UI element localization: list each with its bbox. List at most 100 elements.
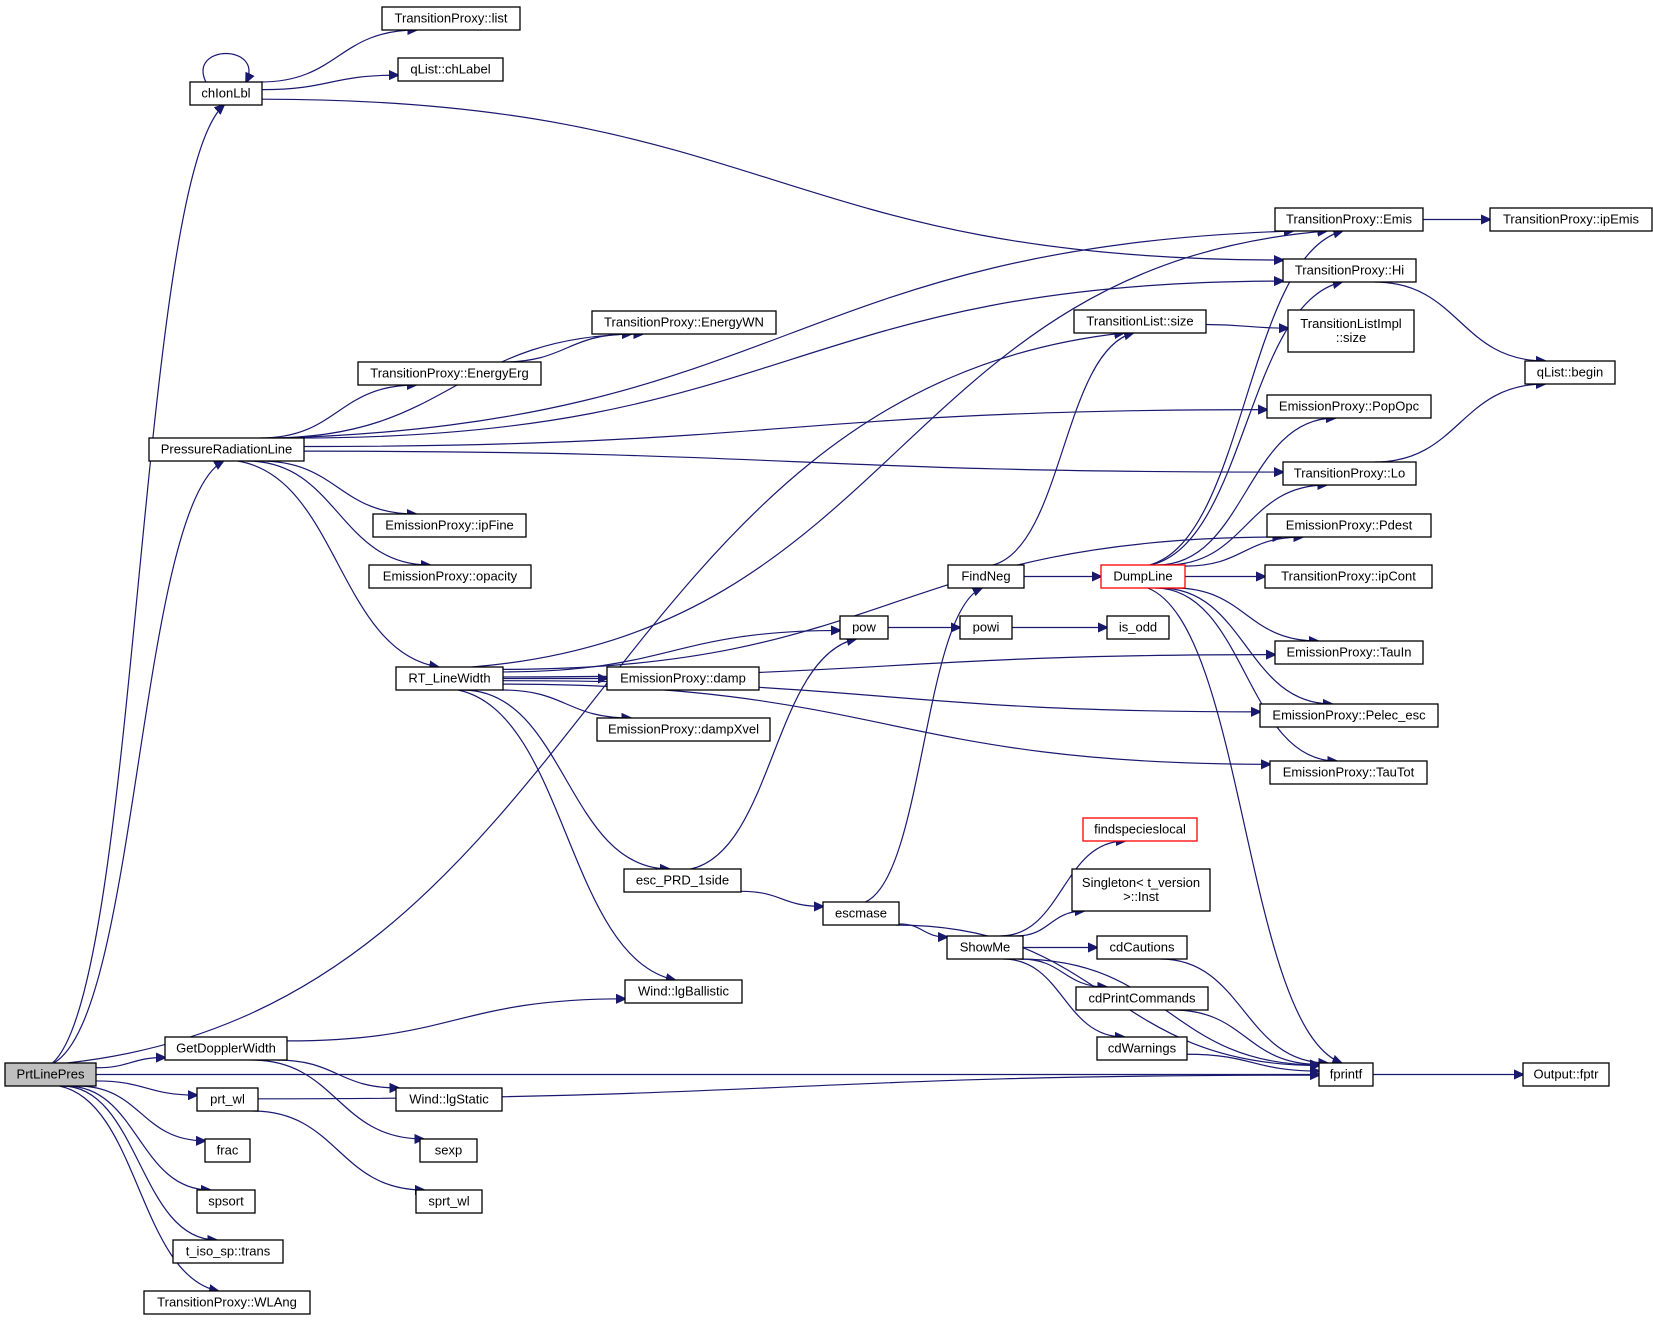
edge-PrtLinePres-to-t_iso_sp_trans [62,1085,216,1240]
node-Output_fptr[interactable]: Output::fptr [1522,1062,1610,1087]
node-label: TransitionProxy::WLAng [157,1295,297,1310]
node-spsort[interactable]: spsort [196,1189,256,1214]
node-TP_EnergyWN[interactable]: TransitionProxy::EnergyWN [591,310,777,335]
node-box [368,564,532,589]
node-box [839,615,889,640]
node-box [189,81,263,106]
edge-PressureRadiationLine-to-TP_EnergyWN [267,334,643,439]
edge-PressureRadiationLine-to-EP_PopOpc [303,410,1267,448]
edge-RT_LineWidth-to-pow [502,630,840,673]
node-box [415,1189,483,1214]
node-label: PrtLinePres [17,1067,85,1082]
edge-cdWarnings-to-fprintf [1186,1053,1319,1071]
edge-cdPrintCommands-to-fprintf [1172,1009,1319,1064]
node-Wind_lgStatic[interactable]: Wind::lgStatic [395,1087,503,1112]
node-GetDopplerWidth[interactable]: GetDopplerWidth [164,1036,288,1061]
node-box [397,57,504,82]
node-box [1282,258,1417,283]
node-TP_Lo[interactable]: TransitionProxy::Lo [1282,461,1417,486]
node-EP_dampXvel[interactable]: EmissionProxy::dampXvel [596,717,771,742]
node-label: TransitionProxy::Emis [1286,212,1412,227]
node-TP_Emis[interactable]: TransitionProxy::Emis [1274,207,1424,232]
node-TP_ipCont[interactable]: TransitionProxy::ipCont [1264,564,1433,589]
node-qList_begin[interactable]: qList::begin [1524,360,1616,385]
node-EP_damp[interactable]: EmissionProxy::damp [606,666,760,691]
node-PressureRadiationLine[interactable]: PressureRadiationLine [148,437,305,462]
node-t_iso_sp_trans[interactable]: t_iso_sp::trans [172,1239,284,1264]
node-chIonLbl[interactable]: chIonLbl [189,81,263,106]
node-label: FindNeg [961,569,1010,584]
node-EP_opacity[interactable]: EmissionProxy::opacity [368,564,532,589]
node-box [1096,935,1188,960]
node-is_odd[interactable]: is_odd [1106,615,1170,640]
node-TP_list[interactable]: TransitionProxy::list [381,6,521,31]
edge-FindNeg-to-TL_size [992,333,1133,566]
node-label: esc_PRD_1side [636,873,729,888]
node-Singleton_Inst[interactable]: Singleton< t_version>::Inst [1071,868,1211,912]
node-label: is_odd [1119,620,1157,635]
node-powi[interactable]: powi [959,615,1013,640]
node-findspecieslocal[interactable]: findspecieslocal [1082,817,1198,842]
edge-PrtLinePres-to-prt_wl [95,1080,197,1095]
node-Wind_lgBallistic[interactable]: Wind::lgBallistic [624,979,743,1004]
node-prt_wl[interactable]: prt_wl [196,1087,259,1112]
node-cdWarnings[interactable]: cdWarnings [1096,1036,1188,1061]
node-label: sexp [435,1143,462,1158]
node-fprintf[interactable]: fprintf [1318,1062,1374,1087]
edge-PressureRadiationLine-to-EP_ipFine [260,460,416,514]
node-EP_TauTot[interactable]: EmissionProxy::TauTot [1269,760,1428,785]
node-pow[interactable]: pow [839,615,889,640]
node-TP_ipEmis[interactable]: TransitionProxy::ipEmis [1489,207,1653,232]
node-DumpLine[interactable]: DumpLine [1100,564,1186,589]
node-label: TransitionProxy::list [395,11,508,26]
edge-TP_EnergyErg-to-TP_EnergyWN [502,334,631,363]
node-sprt_wl[interactable]: sprt_wl [415,1189,483,1214]
node-ShowMe[interactable]: ShowMe [946,935,1024,960]
edge-prt_wl-to-sprt_wl [252,1110,424,1190]
node-label: escmase [835,906,887,921]
node-label: ::size [1336,330,1366,345]
edge-PrtLinePres-to-GetDopplerWidth [95,1058,165,1069]
node-EP_Pelec_esc[interactable]: EmissionProxy::Pelec_esc [1259,703,1439,728]
node-TLI_size[interactable]: TransitionListImpl::size [1287,309,1415,353]
node-box [4,1062,97,1087]
edge-DumpLine-to-TP_Lo [1166,485,1326,566]
node-label: Singleton< t_version [1082,875,1200,890]
node-esc_PRD_1side[interactable]: esc_PRD_1side [623,868,742,893]
edge-ShowMe-to-cdWarnings [1002,958,1124,1037]
node-EP_Pdest[interactable]: EmissionProxy::Pdest [1266,513,1432,538]
node-label: ShowMe [960,940,1011,955]
edge-DumpLine-to-TP_Emis [1149,231,1343,566]
node-box [946,935,1024,960]
edge-TP_Lo-to-qList_begin [1374,384,1545,463]
edge-PressureRadiationLine-to-TP_Hi [298,281,1283,439]
node-label: EmissionProxy::ipFine [385,518,514,533]
node-TL_size[interactable]: TransitionList::size [1073,309,1207,334]
edge-chIonLbl-to-TP_list [260,30,417,83]
node-EP_TauIn[interactable]: EmissionProxy::TauIn [1274,640,1424,665]
node-TP_EnergyErg[interactable]: TransitionProxy::EnergyErg [357,361,542,386]
node-box [1096,1036,1188,1061]
node-box [624,979,743,1004]
node-TP_Hi[interactable]: TransitionProxy::Hi [1282,258,1417,283]
node-sexp[interactable]: sexp [419,1138,478,1163]
node-EP_ipFine[interactable]: EmissionProxy::ipFine [372,513,527,538]
node-box [1073,309,1207,334]
node-box [947,564,1025,589]
node-frac[interactable]: frac [204,1138,251,1163]
node-qList_chLabel[interactable]: qList::chLabel [397,57,504,82]
edge-DumpLine-to-EP_Pelec_esc [1160,587,1332,704]
edge-PressureRadiationLine-to-RT_LineWidth [237,460,439,667]
node-cdPrintCommands[interactable]: cdPrintCommands [1075,986,1209,1011]
node-escmase[interactable]: escmase [822,901,900,926]
edge-DumpLine-to-EP_TauTot [1155,587,1336,761]
node-FindNeg[interactable]: FindNeg [947,564,1025,589]
edge-RT_LineWidth-to-esc_PRD_1side [462,689,669,869]
node-EP_PopOpc[interactable]: EmissionProxy::PopOpc [1266,394,1432,419]
node-cdCautions[interactable]: cdCautions [1096,935,1188,960]
node-box [148,437,305,462]
node-RT_LineWidth[interactable]: RT_LineWidth [395,666,504,691]
node-box [196,1087,259,1112]
node-TP_WLAng[interactable]: TransitionProxy::WLAng [143,1290,311,1315]
node-label: fprintf [1330,1067,1363,1082]
